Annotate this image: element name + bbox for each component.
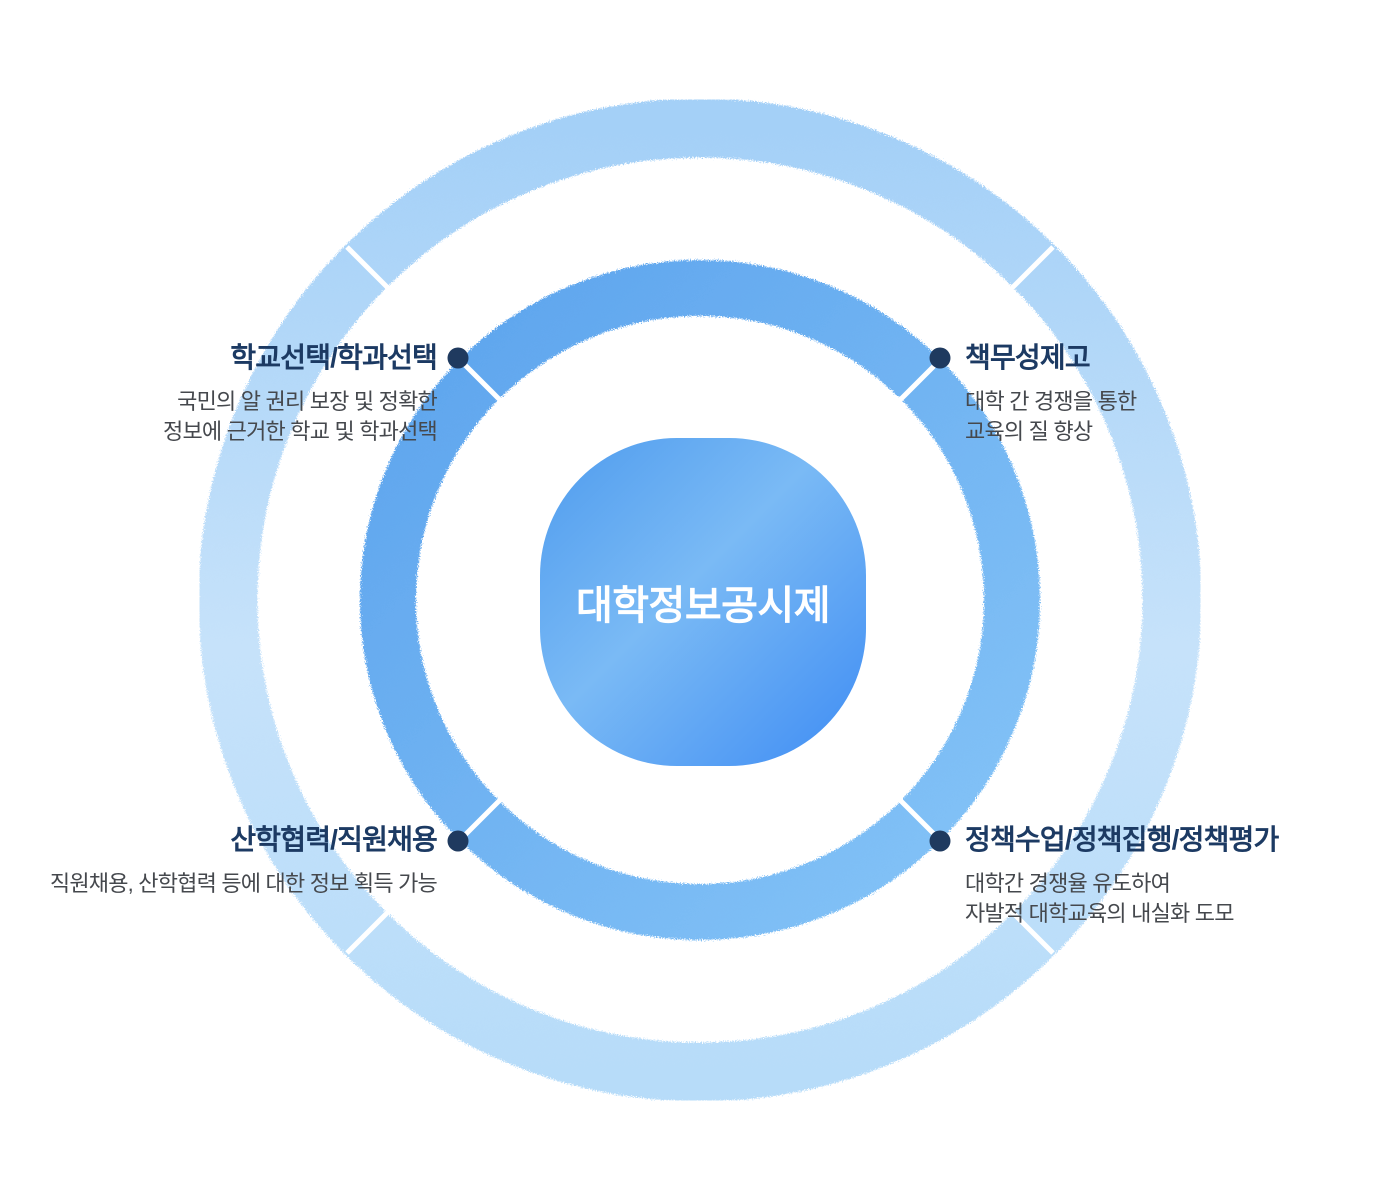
concentric-rings — [198, 98, 1202, 1102]
node-title: 산학협력/직원채용 — [230, 824, 437, 855]
node-title: 책무성제고 — [965, 342, 1091, 373]
node-label-top-right: 책무성제고 대학 간 경쟁을 통한 교육의 질 향상 — [965, 341, 1137, 447]
node-dot-top-right — [929, 347, 951, 369]
node-description: 대학간 경쟁율 유도하여 자발적 대학교육의 내실화 도모 — [965, 869, 1278, 929]
outer-ring — [198, 98, 1202, 1102]
node-title: 학교선택/학과선택 — [230, 342, 437, 373]
node-desc-line: 대학 간 경쟁을 통한 — [965, 389, 1137, 414]
node-dots — [447, 347, 951, 852]
center-node: 대학정보공시제 — [540, 438, 866, 766]
node-label-bottom-right: 정책수업/정책집행/정책평가 대학간 경쟁율 유도하여 자발적 대학교육의 내실… — [965, 823, 1279, 929]
node-description: 국민의 알 권리 보장 및 정확한 정보에 근거한 학교 및 학과선택 — [163, 387, 438, 447]
middle-ring — [360, 260, 1040, 940]
node-title: 정책수업/정책집행/정책평가 — [965, 824, 1279, 855]
node-description: 대학 간 경쟁을 통한 교육의 질 향상 — [965, 387, 1137, 447]
center-node-label: 대학정보공시제 — [575, 584, 831, 628]
node-desc-line: 자발적 대학교육의 내실화 도모 — [965, 901, 1234, 926]
node-desc-line: 대학간 경쟁율 유도하여 — [965, 871, 1171, 896]
node-desc-line: 직원채용, 산학협력 등에 대한 정보 획득 가능 — [49, 871, 438, 896]
node-label-bottom-left: 산학협력/직원채용 직원채용, 산학협력 등에 대한 정보 획득 가능 — [49, 823, 438, 899]
node-desc-line: 정보에 근거한 학교 및 학과선택 — [163, 419, 438, 444]
node-dot-top-left — [447, 347, 469, 369]
node-desc-line: 국민의 알 권리 보장 및 정확한 — [177, 389, 438, 414]
node-label-top-left: 학교선택/학과선택 국민의 알 권리 보장 및 정확한 정보에 근거한 학교 및… — [163, 341, 438, 447]
node-dot-bottom-left — [447, 830, 469, 852]
node-dot-bottom-right — [929, 830, 951, 852]
node-desc-line: 교육의 질 향상 — [965, 419, 1093, 444]
node-description: 직원채용, 산학협력 등에 대한 정보 획득 가능 — [49, 869, 438, 899]
